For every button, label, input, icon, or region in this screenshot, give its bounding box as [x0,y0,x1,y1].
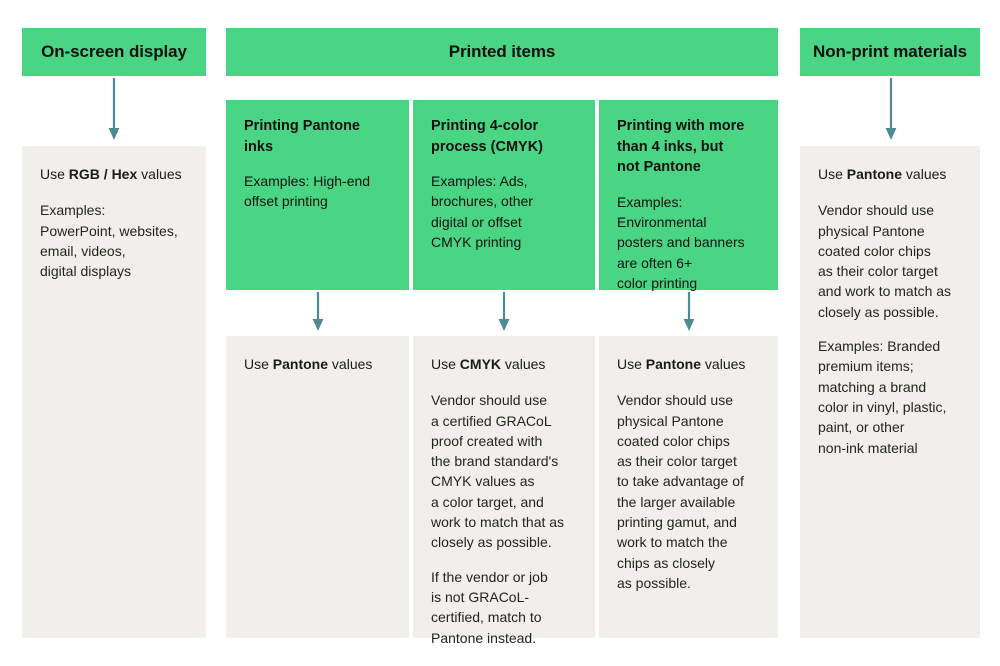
subcolumn-title: Printing Pantone inks [244,118,360,155]
result-on-screen-lead: Use RGB / Hex values [40,164,188,184]
lead-prefix: Use [244,356,273,372]
header-printed-items-label: Printed items [448,42,556,61]
subcolumn-title: Printing with more than 4 inks, but not … [617,118,745,176]
header-on-screen-display-label: On-screen display [41,42,187,61]
subcolumn-title: Printing 4-color process (CMYK) [431,118,543,155]
subcolumn-examples: Examples: Ads, brochures, other digital … [431,173,533,251]
lead-suffix: values [501,356,546,372]
header-on-screen-display: On-screen display [22,28,206,76]
lead-bold: Pantone [645,356,702,372]
lead-bold: RGB / Hex [68,166,138,182]
result-on-screen-display: Use RGB / Hex values Examples: PowerPoin… [22,146,206,638]
lead-prefix: Use [431,356,460,372]
result-printing-4-color-process: Use CMYK values Vendor should use a cert… [413,336,595,646]
arrow-printing-pantone-inks [308,292,328,332]
result-paragraph: Vendor should use physical Pantone coate… [617,392,744,591]
lead-suffix: values [328,356,373,372]
subcolumn-printing-pantone-inks: Printing Pantone inks Examples: High-end… [226,100,409,290]
result-printing-more-than-4-inks: Use Pantone values Vendor should use phy… [599,336,778,638]
subcolumn-examples: Examples: High-end offset printing [244,173,371,210]
arrow-on-screen-display [104,78,124,141]
lead-suffix: values [902,166,947,182]
header-non-print-materials-label: Non-print materials [813,42,967,61]
result-paragraph: Examples: Branded premium items; matchin… [818,338,947,456]
lead-suffix: values [137,166,182,182]
lead-suffix: values [701,356,746,372]
result-paragraph: Vendor should use a certified GRACoL pro… [431,392,565,551]
result-on-screen-examples: Examples: PowerPoint, websites, email, v… [40,202,178,280]
lead-prefix: Use [818,166,847,182]
header-printed-items: Printed items [226,28,778,76]
arrow-non-print-materials [881,78,901,141]
arrow-printing-4-color-process [494,292,514,332]
result-paragraph: If the vendor or job is not GRACoL- cert… [431,568,548,646]
lead-bold: CMYK [459,356,502,372]
subcolumn-printing-4-color-process: Printing 4-color process (CMYK) Examples… [413,100,595,290]
arrow-printing-more-than-4-inks [679,292,699,332]
lead-bold: Pantone [272,356,329,372]
result-paragraph: Vendor should use physical Pantone coate… [818,202,952,320]
result-non-print-materials: Use Pantone values Vendor should use phy… [800,146,980,638]
subcolumn-examples: Examples: Environmental posters and bann… [617,193,745,291]
lead-prefix: Use [40,166,69,182]
subcolumn-printing-more-than-4-inks: Printing with more than 4 inks, but not … [599,100,778,291]
header-non-print-materials: Non-print materials [800,28,980,76]
result-lead: Use Pantone values [818,164,962,184]
result-lead: Use Pantone values [244,354,391,374]
result-lead: Use CMYK values [431,354,577,374]
result-lead: Use Pantone values [617,354,760,374]
lead-prefix: Use [617,356,646,372]
lead-bold: Pantone [846,166,903,182]
result-printing-pantone-inks: Use Pantone values [226,336,409,638]
